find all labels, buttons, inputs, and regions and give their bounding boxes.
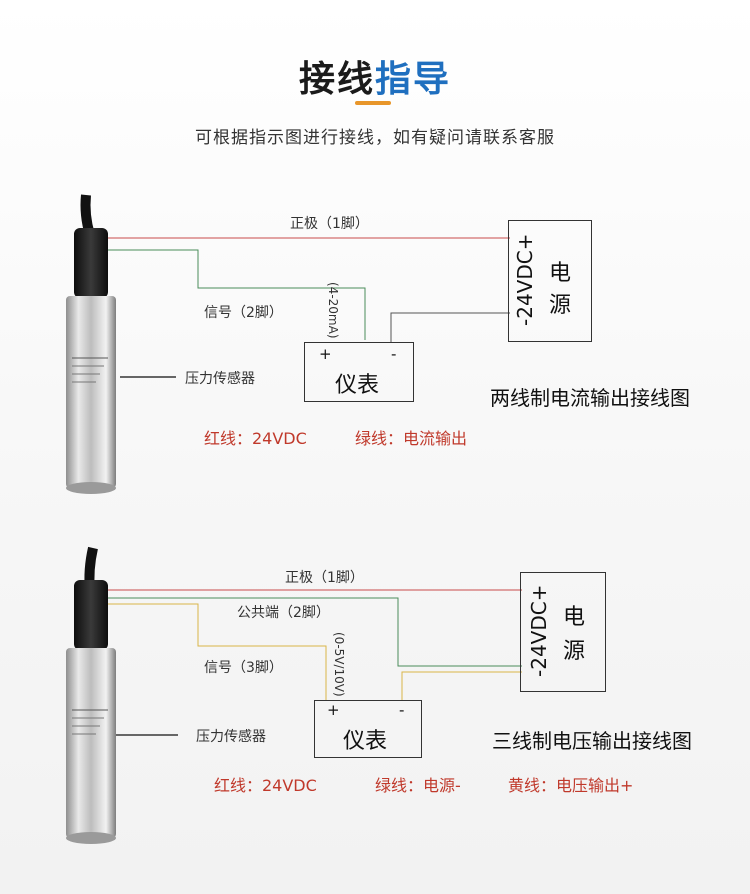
- page-title: 接线指导: [0, 50, 750, 102]
- diagram2-common-label: 公共端（2脚）: [237, 605, 330, 621]
- diagram1-psu-char1: 电: [549, 261, 572, 286]
- diagram2-red-note: 红线：24VDC: [214, 776, 317, 795]
- diagram2-yellow-note: 黄线：电压输出+: [508, 776, 634, 795]
- diagram2-psu-char2: 源: [563, 639, 586, 664]
- diagram1-green-note: 绿线：电流输出: [355, 429, 468, 448]
- diagram1-positive-label: 正极（1脚）: [290, 216, 369, 232]
- diagram2-power-supply-box: -24VDC+ 电 源: [520, 572, 606, 692]
- diagram2-psu-voltage: -24VDC+: [527, 584, 551, 677]
- diagram1-wires: [108, 237, 510, 378]
- diagram1-power-supply-box: -24VDC+ 电 源: [508, 220, 592, 342]
- diagram2-green-note: 绿线：电源-: [375, 776, 461, 795]
- diagram1-signal-label: 信号（2脚）: [204, 305, 283, 321]
- diagram1-meter-plus: +: [319, 345, 332, 363]
- diagram1-red-note: 红线：24VDC: [204, 429, 307, 448]
- diagram2-signal-label: 信号（3脚）: [204, 660, 283, 676]
- diagram1-meter-box: + - 仪表: [304, 342, 414, 402]
- diagram1-range-label: (4-20mA): [326, 282, 340, 339]
- diagram1-psu-voltage: -24VDC+: [513, 233, 537, 326]
- diagram1-meter-minus: -: [391, 345, 397, 363]
- diagram1-meter-label: 仪表: [335, 373, 380, 398]
- diagram2-range-label: (0-5V/10V): [332, 632, 346, 697]
- diagram1-sensor-label: 压力传感器: [185, 371, 255, 387]
- page-subtitle: 可根据指示图进行接线，如有疑问请联系客服: [195, 128, 555, 148]
- diagram2-meter-plus: +: [327, 701, 340, 719]
- diagram2-caption: 三线制电压输出接线图: [492, 729, 692, 753]
- diagram2-meter-box: + - 仪表: [314, 700, 422, 758]
- pressure-sensor-1: [66, 194, 116, 494]
- pressure-sensor-2: [66, 546, 116, 844]
- title-underline: [355, 101, 391, 105]
- title-part-blue: 指导: [375, 59, 452, 100]
- diagram2-positive-label: 正极（1脚）: [285, 570, 364, 586]
- diagram2-meter-minus: -: [399, 701, 405, 719]
- diagram2-meter-label: 仪表: [343, 729, 388, 754]
- diagram1-caption: 两线制电流输出接线图: [490, 386, 690, 410]
- diagram2-sensor-label: 压力传感器: [196, 729, 266, 745]
- diagram1-psu-char2: 源: [549, 293, 572, 318]
- diagram2-wires: [108, 589, 522, 736]
- title-part-dark: 接线: [298, 59, 375, 100]
- diagram2-psu-char1: 电: [563, 605, 586, 630]
